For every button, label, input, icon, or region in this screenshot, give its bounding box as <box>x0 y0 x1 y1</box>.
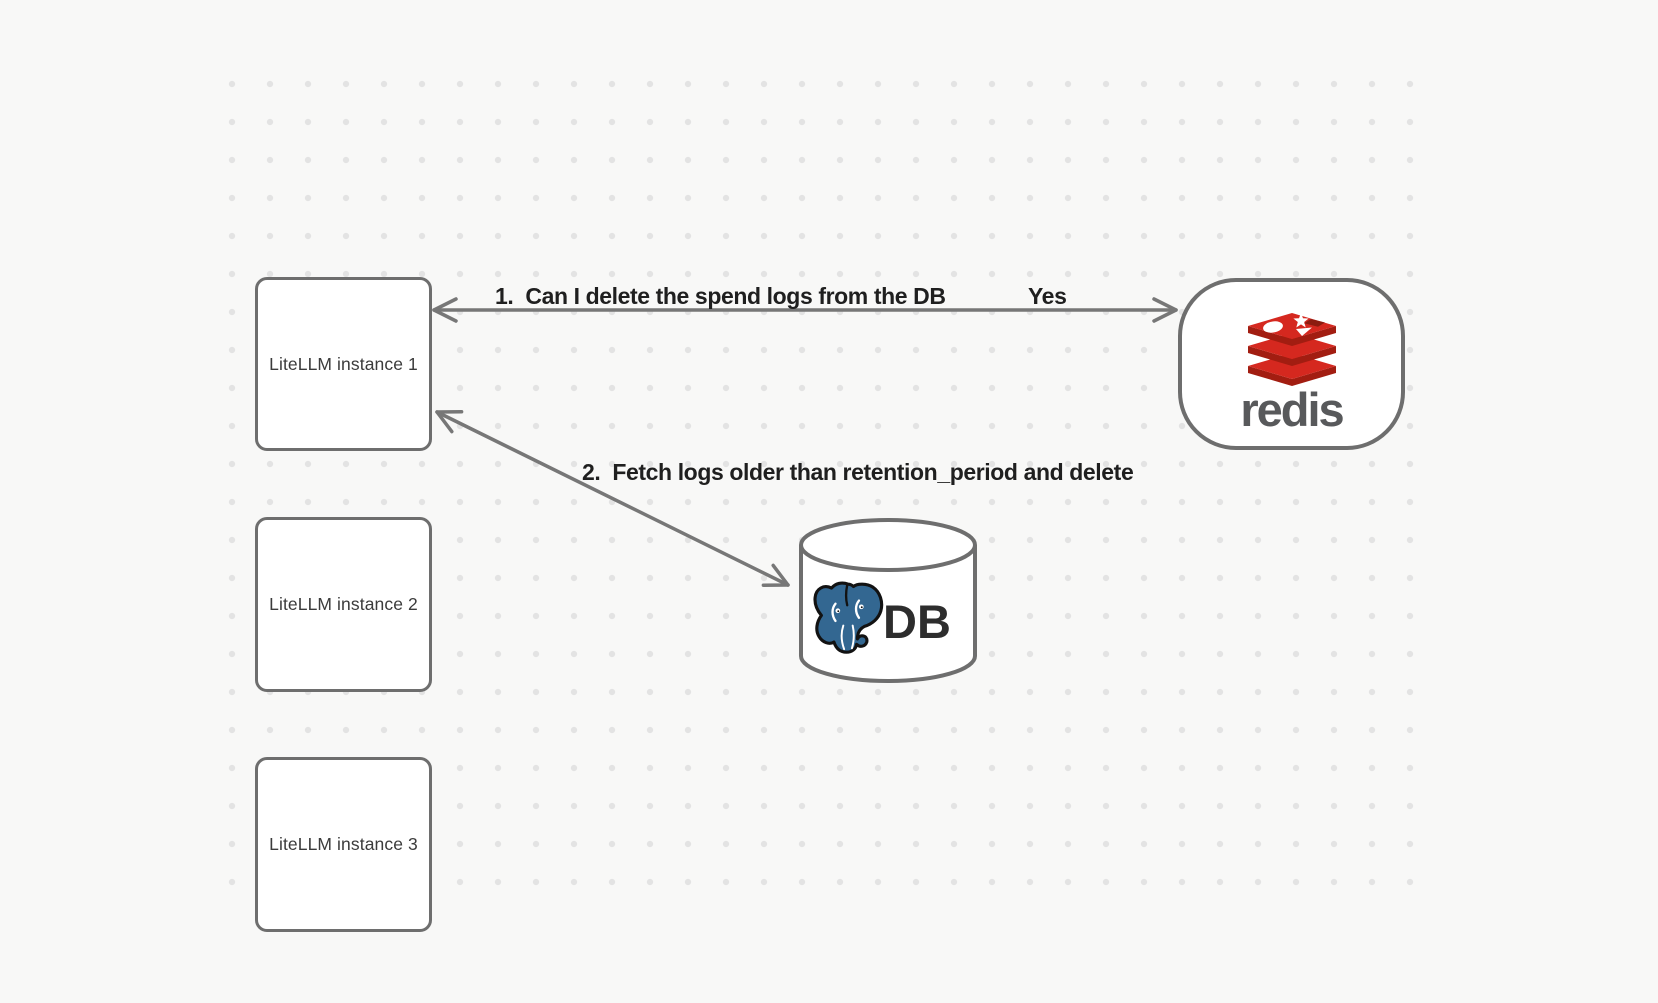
litellm-instance-1-box[interactable]: LiteLLM instance 1 <box>255 277 432 451</box>
database-node[interactable]: DB <box>798 517 978 685</box>
edge1-label: 1. Can I delete the spend logs from the … <box>495 283 946 309</box>
litellm-instance-2-label: LiteLLM instance 2 <box>269 594 418 614</box>
litellm-instance-3-label: LiteLLM instance 3 <box>269 834 418 854</box>
edge2-label: 2. Fetch logs older than retention_perio… <box>582 459 1134 485</box>
arrow-can-delete-spend-logs[interactable] <box>432 297 1178 323</box>
db-label: DB <box>883 595 951 648</box>
edge1-response-label: Yes <box>1028 283 1067 309</box>
redis-wordmark: redis <box>1240 383 1344 436</box>
arrow-fetch-logs-delete[interactable] <box>435 410 790 587</box>
litellm-instance-2-box[interactable]: LiteLLM instance 2 <box>255 517 432 692</box>
litellm-instance-1-label: LiteLLM instance 1 <box>269 353 418 374</box>
redis-logo-icon <box>1247 313 1336 386</box>
redis-node[interactable]: redis <box>1178 278 1405 450</box>
postgresql-logo-icon <box>813 581 884 654</box>
litellm-instance-3-box[interactable]: LiteLLM instance 3 <box>255 757 432 932</box>
